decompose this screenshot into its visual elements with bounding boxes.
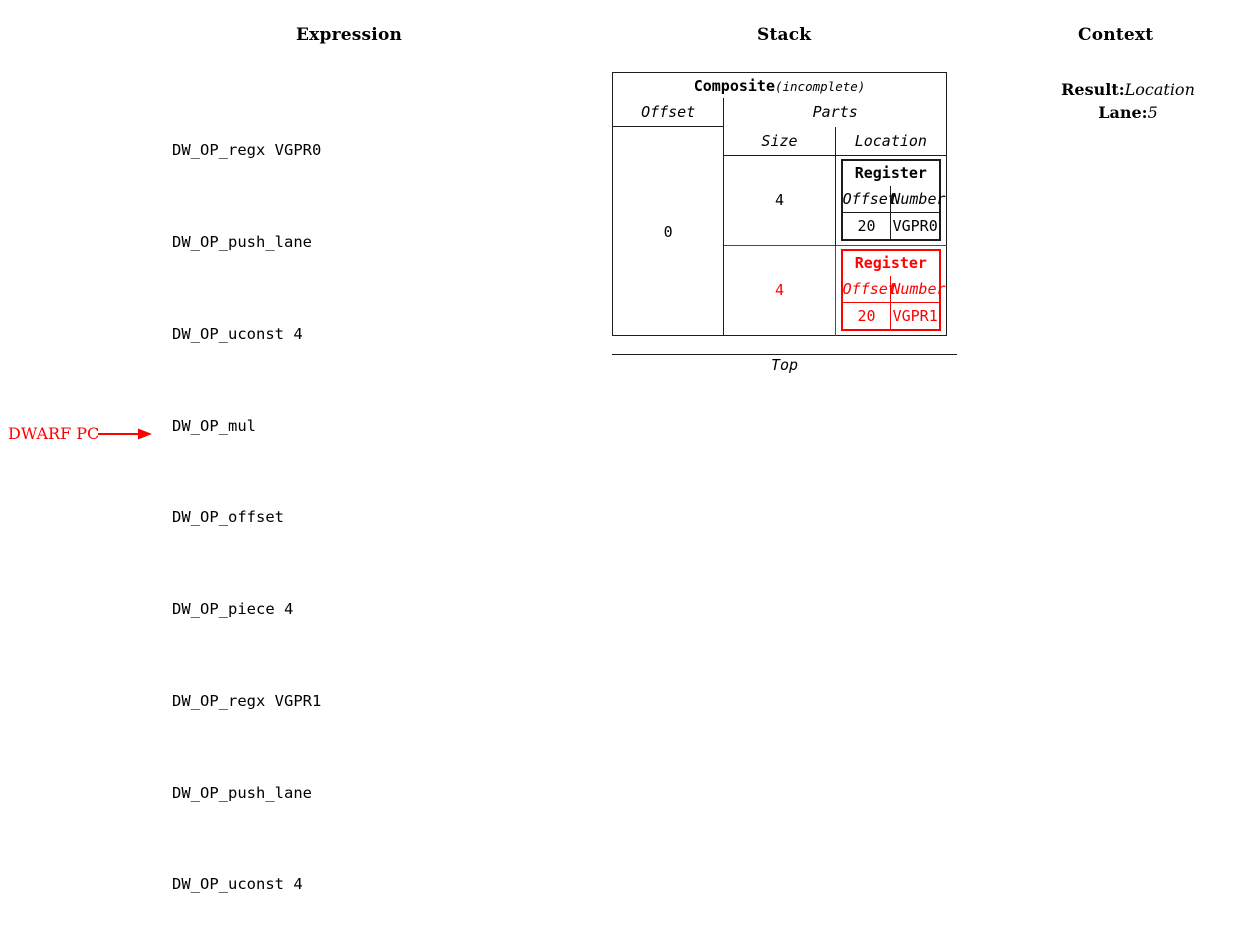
dwarf-pc-label: DWARF PC [8, 424, 100, 443]
register-table-highlighted: Register Offset Number 20 VGPR1 [840, 248, 946, 331]
composite-header-row-2: 0 Size Location [612, 126, 947, 335]
column-heading-expression: Expression [296, 25, 403, 45]
expression-line: DW_OP_regx VGPR0 [172, 141, 322, 160]
register-number-header: Number [890, 185, 946, 213]
part-location-cell: Register Offset Number 20 VGPR1 [835, 244, 947, 335]
part-location-cell: Register Offset Number 20 VGPR0 [835, 155, 946, 245]
expression-list: DW_OP_regx VGPR0 DW_OP_push_lane DW_OP_u… [172, 74, 321, 936]
expression-line: DW_OP_mul [172, 416, 256, 435]
register-offset-value: 20 [841, 212, 892, 240]
column-heading-context: Context [1078, 25, 1154, 45]
stack-top-label: Top [770, 356, 799, 374]
context-key: Lane: [1098, 103, 1148, 122]
register-number-value: VGPR0 [892, 216, 938, 235]
stack-top-divider [612, 354, 957, 355]
register-value-row: 20 VGPR0 [841, 212, 940, 240]
register-title-row: Register [842, 160, 940, 186]
context-entry-lane: Lane:5 [1043, 101, 1213, 124]
context-entry-result: Result:Location [1043, 78, 1213, 101]
composite-header-row-1: Offset Parts [612, 98, 947, 127]
expression-line: DW_OP_push_lane [172, 232, 312, 251]
register-title-row: Register [842, 250, 940, 276]
composite-title-suffix: (incomplete) [774, 78, 866, 94]
context-list: Result:Location Lane:5 [1043, 78, 1213, 124]
part-size-cell: 4 [723, 244, 836, 335]
expression-line: DW_OP_regx VGPR1 [172, 691, 322, 710]
dwarf-pc-marker: DWARF PC [8, 426, 154, 442]
expression-line: DW_OP_push_lane [172, 783, 312, 802]
register-header-row: Offset Number [841, 185, 946, 213]
register-header-row: Offset Number [841, 275, 946, 303]
register-title: Register [854, 164, 927, 182]
composite-title-cell: Composite(incomplete) [613, 73, 947, 99]
composite-part-row-highlighted: 4 Register Offset Number 20 [613, 244, 947, 335]
register-number-header: Number [890, 275, 946, 303]
offset-column-header: Offset [612, 98, 725, 127]
expression-line: DW_OP_uconst 4 [172, 324, 303, 343]
stack-diagram: Composite(incomplete) Offset Parts 0 Siz… [612, 72, 957, 374]
part-size-cell: 4 [723, 155, 836, 245]
context-value: Location [1124, 80, 1195, 99]
expression-line: DW_OP_piece 4 [172, 600, 294, 619]
register-offset-value: 20 [841, 302, 892, 330]
location-column-header: Location [835, 126, 947, 156]
context-value: 5 [1147, 103, 1158, 122]
composite-table: Composite(incomplete) Offset Parts 0 Siz… [612, 72, 947, 336]
register-offset-header: Offset [841, 275, 897, 303]
size-column-header: Size [723, 126, 836, 156]
expression-line: DW_OP_uconst 4 [172, 875, 303, 894]
column-heading-stack: Stack [757, 25, 812, 45]
expression-line: DW_OP_offset [172, 508, 284, 527]
register-number-value: VGPR1 [892, 306, 938, 325]
context-key: Result: [1061, 80, 1125, 99]
right-arrow-icon [98, 428, 153, 440]
composite-title-row: Composite(incomplete) [613, 73, 947, 99]
register-value-row: 20 VGPR1 [841, 302, 940, 330]
register-table: Register Offset Number 20 VGPR0 [840, 158, 946, 241]
offset-value-cell: 0 [612, 126, 725, 335]
parts-column-header: Parts [812, 103, 858, 122]
register-title: Register [854, 254, 927, 272]
composite-part-row: 4 Register Offset Number 20 [613, 155, 947, 245]
register-offset-header: Offset [841, 185, 897, 213]
composite-title: Composite [693, 76, 775, 95]
